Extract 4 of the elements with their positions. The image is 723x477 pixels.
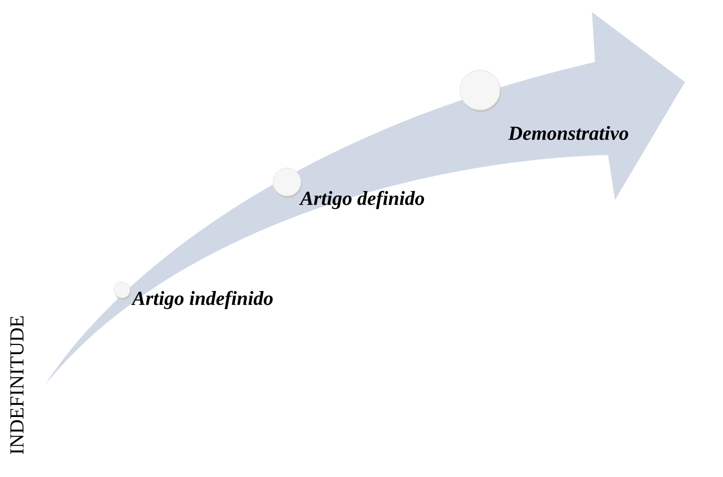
step-label: Artigo indefinido — [131, 290, 273, 310]
step-label: Demonstrativo — [508, 126, 628, 140]
axis-label: INDEFINITUDE — [10, 316, 24, 454]
step-label: Artigo definido — [299, 190, 424, 210]
